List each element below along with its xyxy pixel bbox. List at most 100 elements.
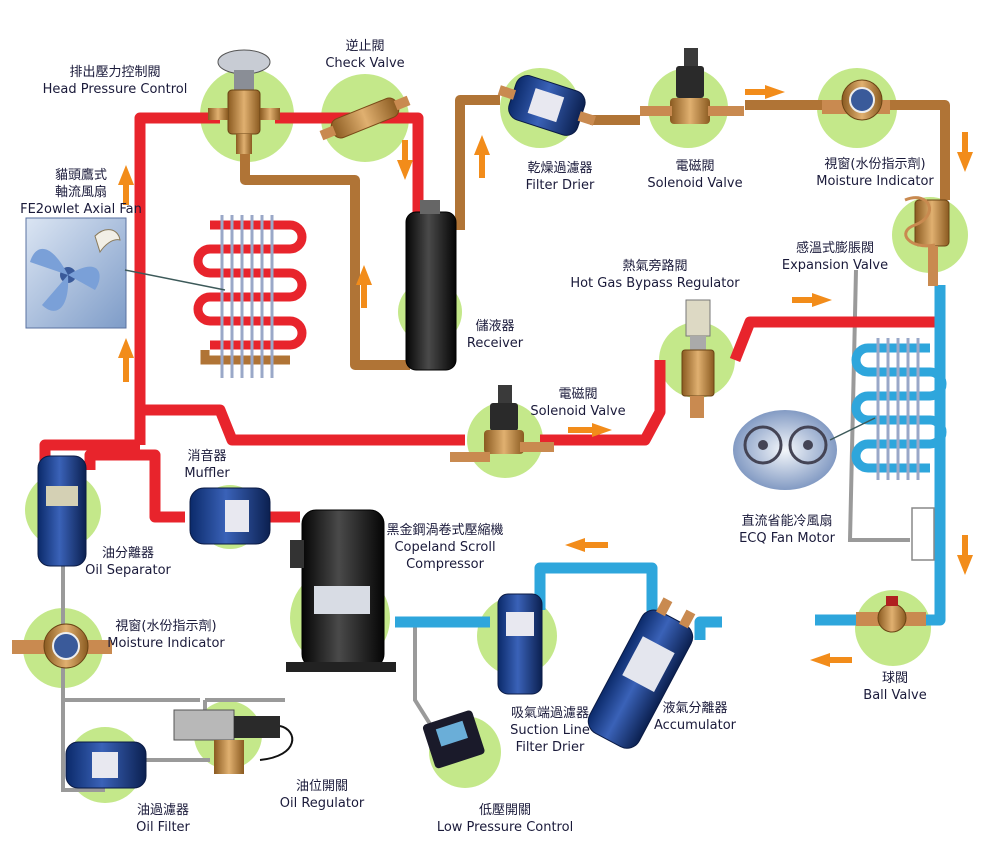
label-oil-separator: 油分離器 Oil Separator (78, 545, 178, 579)
solenoid-valve-mid[interactable] (450, 385, 554, 462)
label-zh: 油分離器 (101, 546, 154, 561)
label-zh: 視窗(水份指示劑) (115, 619, 217, 634)
oil-separator[interactable] (37, 455, 87, 567)
label-en: Check Valve (325, 56, 405, 71)
hot-gas-bypass-regulator[interactable] (681, 299, 715, 418)
receiver-tank[interactable] (405, 200, 457, 371)
label-filter-drier: 乾燥過濾器 Filter Drier (500, 160, 620, 194)
label-zh: 直流省能冷風扇 (741, 514, 833, 529)
label-zh: 消音器 (187, 449, 227, 464)
oil-regulator[interactable] (173, 709, 294, 774)
label-en: Copeland Scroll (394, 540, 496, 555)
label-en: Moisture Indicator (107, 636, 225, 651)
label-ball-valve: 球閥 Ball Valve (850, 670, 940, 704)
filter-drier[interactable] (492, 68, 601, 143)
arrow-right-icon (568, 423, 612, 437)
check-valve[interactable] (318, 91, 413, 145)
label-en: Ball Valve (863, 688, 927, 703)
ball-valve[interactable] (856, 596, 926, 633)
label-en: Expansion Valve (781, 258, 889, 273)
label-head-pressure-control: 排出壓力控制閥 Head Pressure Control (25, 64, 205, 98)
label-zh: 排出壓力控制閥 (69, 65, 161, 80)
label-zh: 黑金鋼渦卷式壓縮機 (386, 523, 504, 538)
label-zh: 低壓開關 (478, 803, 531, 818)
label-zh: 軸流風扇 (54, 185, 107, 200)
arrow-down-icon (957, 132, 973, 172)
label-zh: 逆止閥 (345, 39, 385, 54)
arrow-right-icon (792, 293, 832, 307)
evaporator-coil (851, 338, 947, 561)
label-suction-filter-drier: 吸氣端過濾器 Suction Line Filter Drier (495, 705, 605, 756)
expansion-valve[interactable] (904, 196, 950, 286)
label-en: Muffler (184, 466, 230, 481)
oil-filter[interactable] (65, 741, 147, 789)
label-en: FE2owlet Axial Fan (20, 202, 142, 217)
label-hot-gas-bypass: 熱氣旁路閥 Hot Gas Bypass Regulator (560, 258, 750, 292)
sensing-bulb (911, 507, 935, 561)
label-receiver: 儲液器 Receiver (455, 318, 535, 352)
hot-gas-pipes (39, 112, 940, 523)
moisture-indicator-top[interactable] (822, 79, 890, 121)
label-en: Moisture Indicator (816, 174, 934, 189)
label-zh: 油位開關 (295, 779, 348, 794)
suction-line-filter-drier[interactable] (497, 593, 543, 695)
label-en: Filter Drier (525, 178, 595, 193)
label-en: Oil Filter (136, 820, 190, 835)
label-solenoid-valve-top: 電磁閥 Solenoid Valve (630, 158, 760, 192)
label-oil-filter: 油過濾器 Oil Filter (118, 802, 208, 836)
accumulator[interactable] (583, 593, 704, 753)
label-en: ECQ Fan Motor (739, 531, 835, 546)
label-muffler: 消音器 Muffler (172, 448, 242, 482)
label-moisture-indicator-top: 視窗(水份指示劑) Moisture Indicator (800, 156, 950, 190)
label-moisture-indicator-bottom: 視窗(水份指示劑) Moisture Indicator (96, 618, 236, 652)
arrow-left-icon (565, 538, 608, 552)
label-compressor: 黑金鋼渦卷式壓縮機 Copeland Scroll Compressor (370, 522, 520, 573)
muffler[interactable] (189, 487, 271, 545)
label-solenoid-valve-mid: 電磁閥 Solenoid Valve (518, 386, 638, 420)
label-en: Receiver (466, 336, 524, 351)
label-zh: 球閥 (881, 671, 908, 686)
label-ecq-fan-motor: 直流省能冷風扇 ECQ Fan Motor (722, 513, 852, 547)
label-zh: 油過濾器 (136, 803, 189, 818)
label-en: Compressor (406, 557, 484, 572)
label-zh: 熱氣旁路閥 (622, 259, 688, 274)
solenoid-valve-top[interactable] (640, 48, 744, 124)
label-zh: 電磁閥 (558, 387, 598, 402)
head-pressure-control-valve[interactable] (208, 49, 280, 154)
label-en: Solenoid Valve (530, 404, 626, 419)
arrow-right-icon (745, 85, 785, 99)
label-low-pressure-control: 低壓開關 Low Pressure Control (425, 802, 585, 836)
label-check-valve: 逆止閥 Check Valve (300, 38, 430, 72)
label-accumulator: 液氣分離器 Accumulator (640, 700, 750, 734)
label-zh: 儲液器 (475, 319, 515, 334)
label-expansion-valve: 感溫式膨脹閥 Expansion Valve (770, 240, 900, 274)
arrow-down-icon (957, 535, 973, 575)
label-zh: 乾燥過濾器 (527, 161, 593, 176)
label-oil-regulator: 油位開關 Oil Regulator (262, 778, 382, 812)
label-axial-fan: 貓頭鷹式 軸流風扇 FE2owlet Axial Fan (6, 167, 156, 218)
label-en: Suction Line (510, 723, 590, 738)
label-zh: 貓頭鷹式 (54, 168, 107, 183)
condenser-coil (193, 215, 307, 378)
flow-arrows (118, 85, 973, 667)
label-zh: 液氣分離器 (662, 701, 728, 716)
label-zh: 感溫式膨脹閥 (795, 241, 874, 256)
copeland-scroll-compressor[interactable] (286, 509, 396, 672)
liquid-pipes (240, 95, 950, 370)
label-en: Filter Drier (515, 740, 585, 755)
arrow-up-icon (118, 338, 134, 382)
axial-fan[interactable] (25, 217, 226, 329)
ecq-fan-motor[interactable] (733, 410, 876, 490)
arrow-left-icon (810, 653, 852, 667)
arrow-down-icon (397, 140, 413, 180)
moisture-indicator-bottom[interactable] (12, 623, 112, 669)
arrow-up-icon (118, 165, 134, 205)
label-zh: 電磁閥 (675, 159, 715, 174)
label-en: Solenoid Valve (647, 176, 743, 191)
arrow-up-icon (356, 265, 372, 308)
label-en: Head Pressure Control (42, 82, 188, 97)
label-en: Hot Gas Bypass Regulator (570, 276, 740, 291)
low-pressure-control[interactable] (422, 709, 486, 769)
